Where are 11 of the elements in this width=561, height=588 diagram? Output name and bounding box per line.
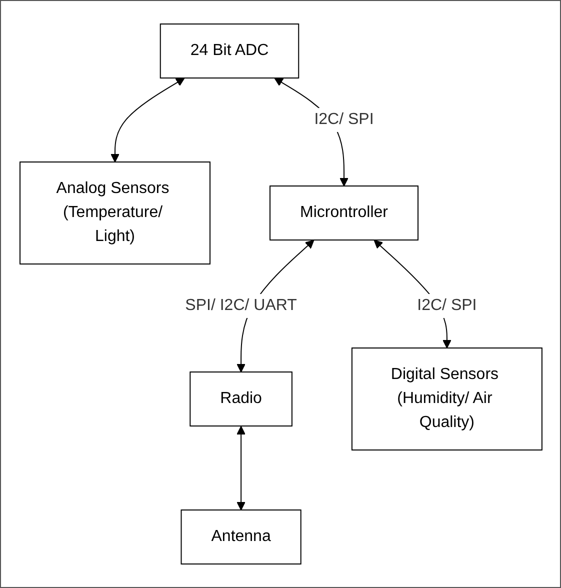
arrow <box>236 426 245 510</box>
edge-label: SPI/ I2C/ UART <box>184 296 296 314</box>
node-box: Antenna <box>180 509 301 564</box>
edge-label: I2C/ SPI <box>314 110 374 128</box>
node-box: Radio <box>189 372 292 426</box>
node-box: Digital Sensors (Humidity/ Air Quality) <box>350 348 542 450</box>
node-box: 24 Bit ADC <box>159 24 299 78</box>
edge-label: I2C/ SPI <box>416 296 476 314</box>
node-box: Analog Sensors (Temperature/ Light) <box>19 162 210 264</box>
node-box: Microntroller <box>269 186 418 240</box>
arrow <box>110 78 184 162</box>
